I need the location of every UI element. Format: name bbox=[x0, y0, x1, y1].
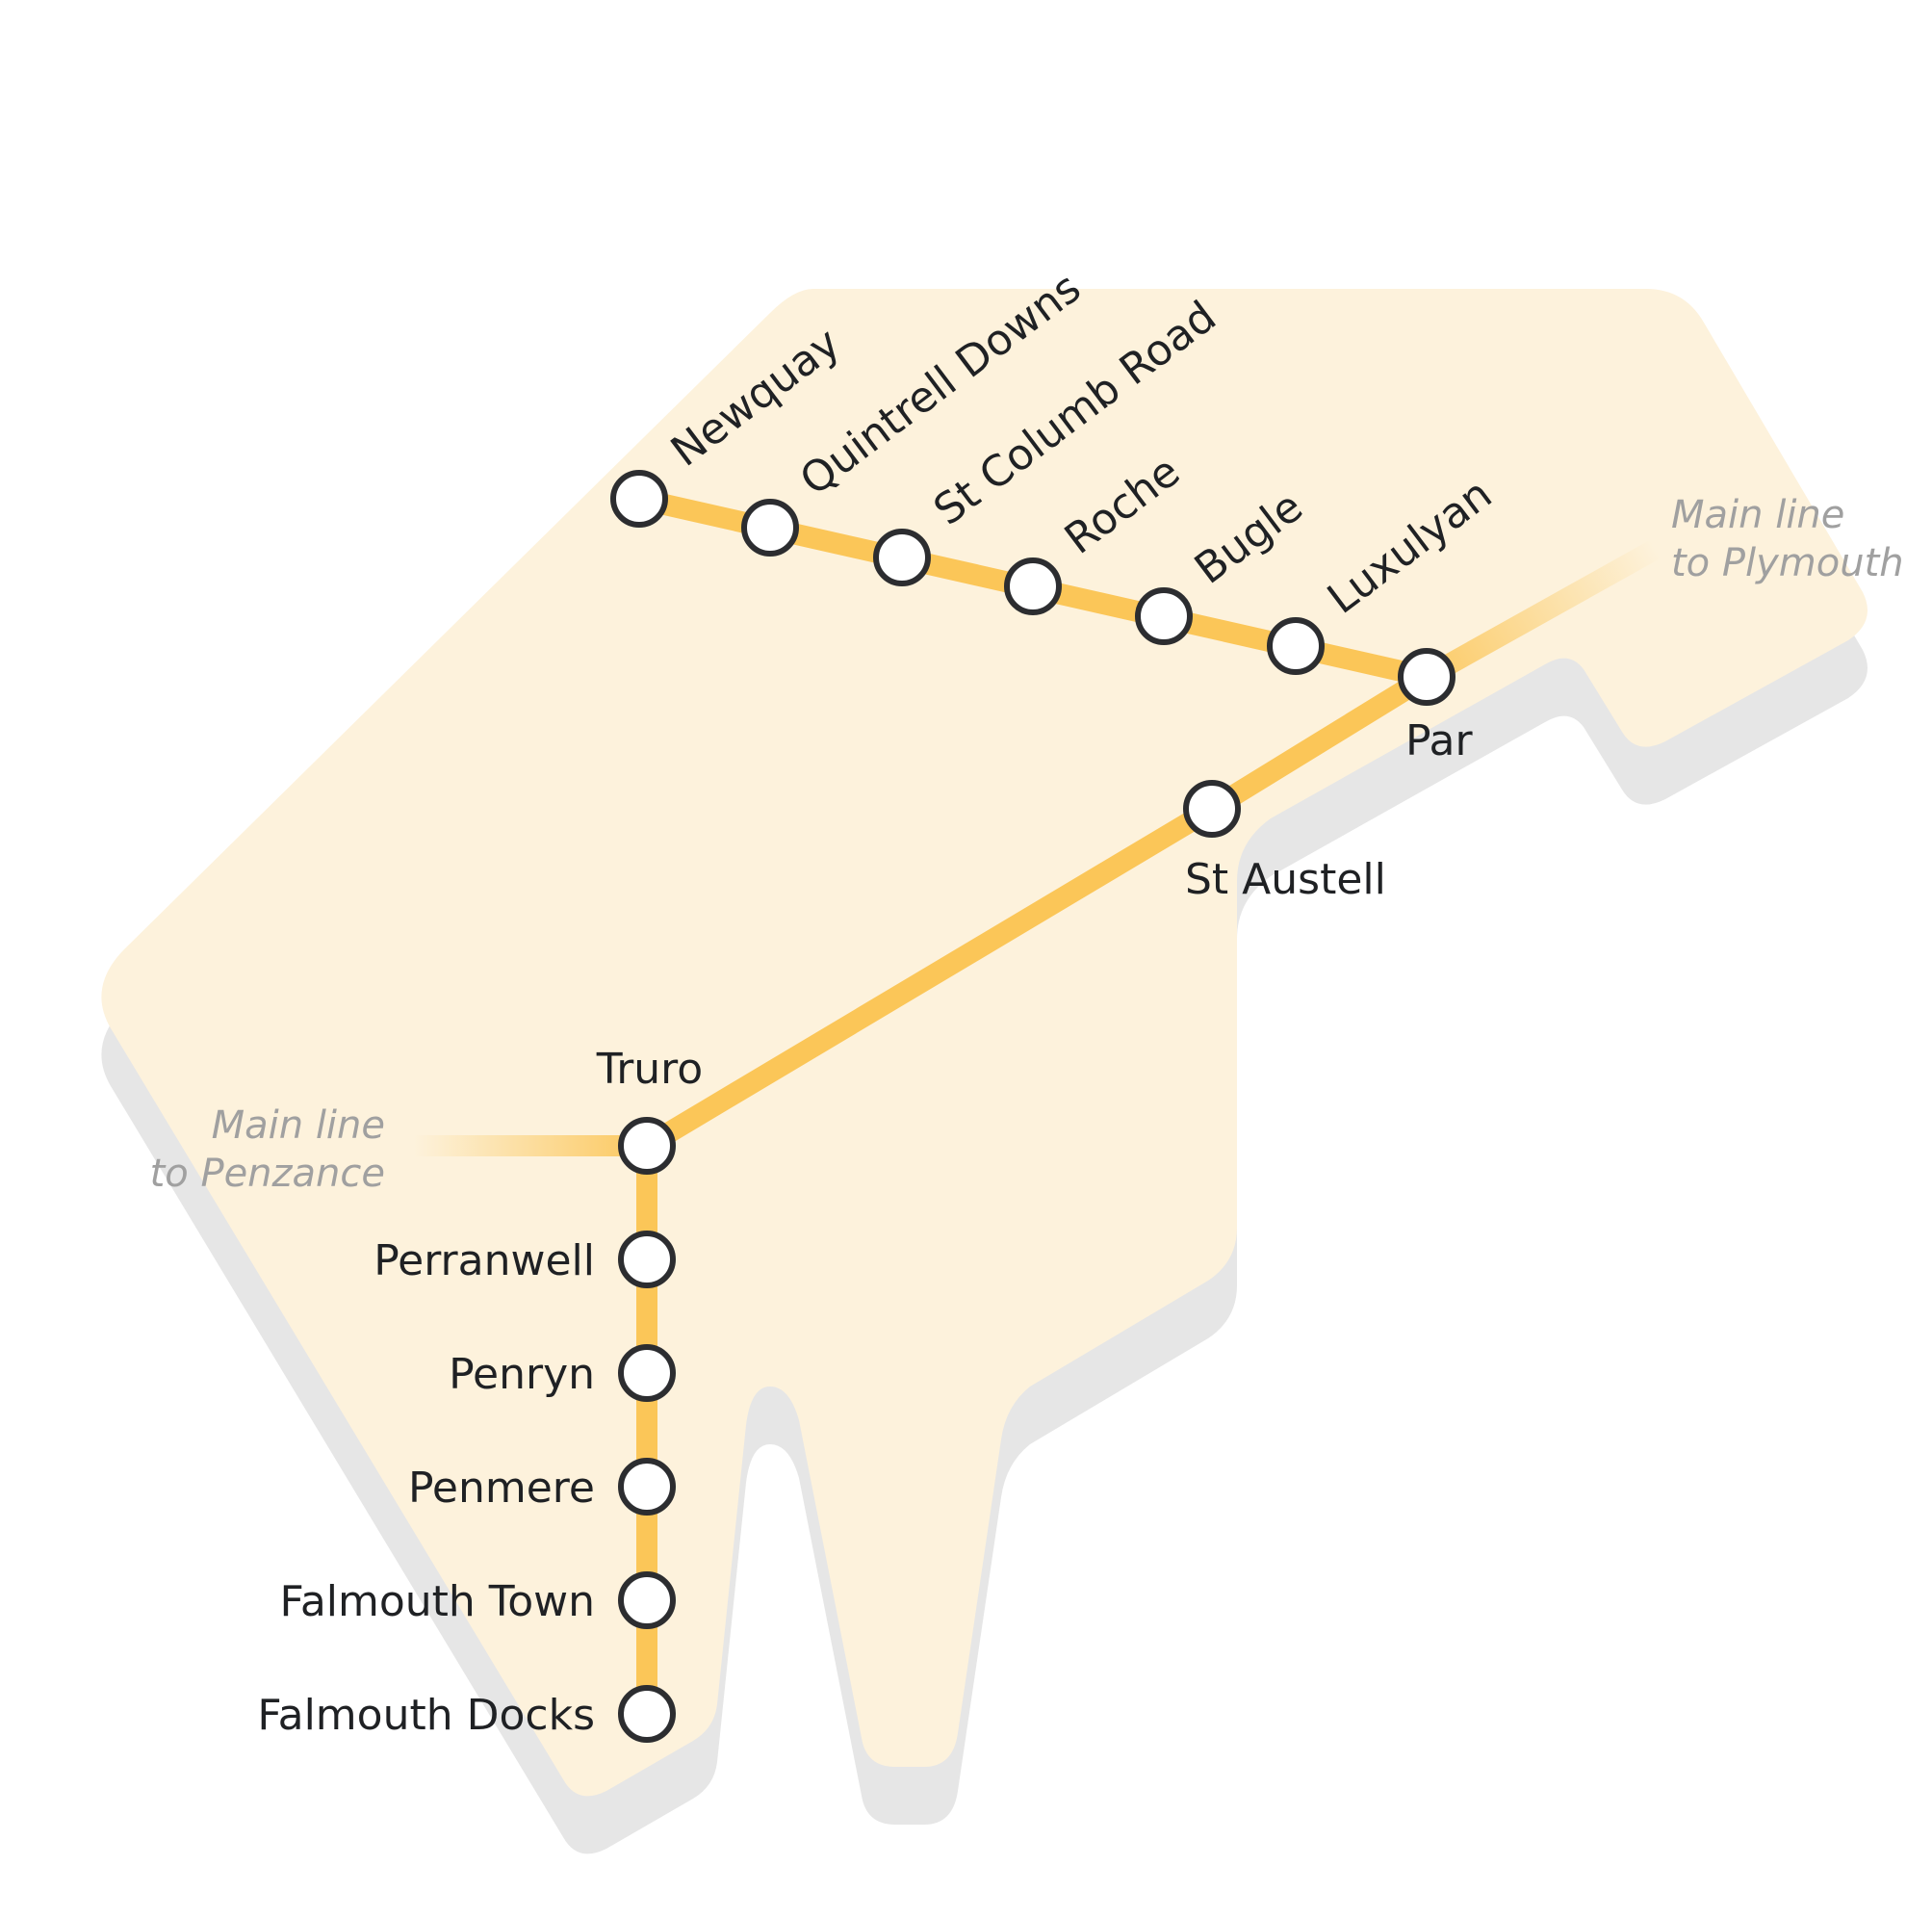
note-penzance-line2: to Penzance bbox=[150, 1152, 385, 1196]
station-falmouth-town[interactable]: Falmouth Town bbox=[280, 1571, 676, 1629]
station-label: Falmouth Town bbox=[280, 1577, 595, 1626]
main-line-to-plymouth bbox=[1416, 538, 1666, 687]
station-label: Falmouth Docks bbox=[257, 1691, 595, 1740]
note-plymouth: Main line to Plymouth bbox=[1671, 493, 1904, 585]
station-truro[interactable]: Truro bbox=[596, 1045, 703, 1175]
station-label: St Austell bbox=[1185, 855, 1386, 904]
station-dot[interactable] bbox=[1267, 617, 1325, 675]
station-dot[interactable] bbox=[618, 1117, 676, 1175]
station-dot[interactable] bbox=[873, 529, 931, 586]
station-label: Par bbox=[1405, 716, 1474, 765]
note-plymouth-line2: to Plymouth bbox=[1671, 541, 1904, 585]
note-penzance-line1: Main line bbox=[212, 1103, 385, 1148]
note-plymouth-line1: Main line bbox=[1671, 493, 1844, 537]
station-dot[interactable] bbox=[1183, 780, 1241, 838]
station-dot[interactable] bbox=[1135, 587, 1193, 645]
station-dot[interactable] bbox=[610, 470, 668, 528]
station-dot[interactable] bbox=[741, 499, 799, 557]
station-dot[interactable] bbox=[618, 1458, 676, 1516]
station-dot[interactable] bbox=[618, 1685, 676, 1743]
note-penzance: Main line to Penzance bbox=[150, 1103, 385, 1196]
station-dot[interactable] bbox=[618, 1344, 676, 1402]
station-falmouth-docks[interactable]: Falmouth Docks bbox=[257, 1685, 676, 1743]
station-perranwell[interactable]: Perranwell bbox=[374, 1231, 676, 1288]
station-label: Perranwell bbox=[374, 1236, 595, 1285]
station-label: Truro bbox=[596, 1045, 703, 1094]
station-dot[interactable] bbox=[618, 1231, 676, 1288]
station-penmere[interactable]: Penmere bbox=[408, 1458, 676, 1516]
station-label: Penryn bbox=[449, 1350, 595, 1399]
station-penryn[interactable]: Penryn bbox=[449, 1344, 676, 1402]
station-dot[interactable] bbox=[618, 1571, 676, 1629]
station-dot[interactable] bbox=[1004, 557, 1062, 615]
station-st-austell[interactable]: St Austell bbox=[1183, 780, 1386, 904]
station-dot[interactable] bbox=[1398, 648, 1455, 706]
station-par[interactable]: Par bbox=[1398, 648, 1474, 765]
station-label: Penmere bbox=[408, 1464, 595, 1513]
